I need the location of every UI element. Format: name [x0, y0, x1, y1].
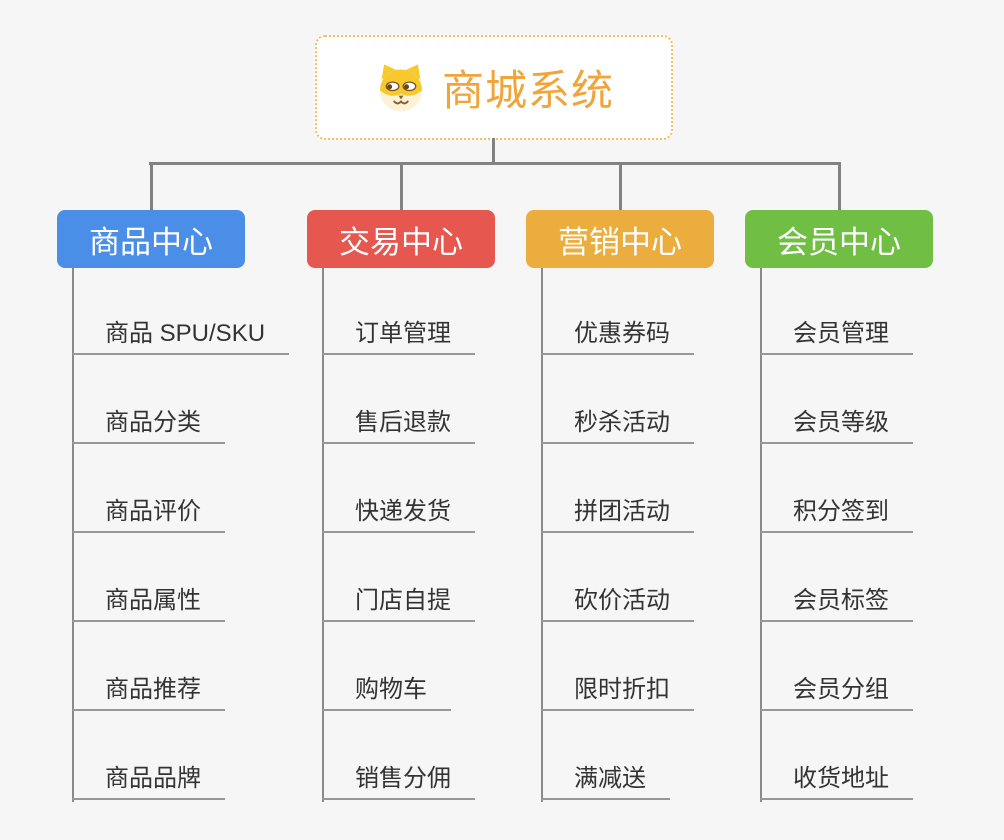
- topic-item-member-center-2[interactable]: 积分签到: [760, 499, 913, 533]
- topic-item-product-center-0[interactable]: 商品 SPU/SKU: [72, 321, 290, 355]
- connector-column-trade-center: [322, 268, 324, 802]
- topic-item-member-center-5[interactable]: 收货地址: [760, 766, 913, 800]
- branch-box-product-center[interactable]: 商品中心: [57, 210, 245, 268]
- topic-item-member-center-4[interactable]: 会员分组: [760, 677, 913, 711]
- branch-label: 会员中心: [777, 224, 901, 260]
- branch-label: 交易中心: [339, 224, 463, 260]
- topic-item-marketing-center-0[interactable]: 优惠券码: [541, 321, 694, 355]
- connector-drop-member-center: [837, 162, 841, 210]
- topic-item-trade-center-4[interactable]: 购物车: [322, 677, 451, 711]
- topic-item-marketing-center-3[interactable]: 砍价活动: [541, 588, 694, 622]
- topic-item-trade-center-2[interactable]: 快递发货: [322, 499, 475, 533]
- topic-item-trade-center-0[interactable]: 订单管理: [322, 321, 475, 355]
- connector-drop-trade-center: [399, 162, 403, 210]
- connector-horizontal: [149, 162, 839, 165]
- topic-item-product-center-3[interactable]: 商品属性: [72, 588, 225, 622]
- connector-drop-product-center: [149, 162, 153, 210]
- topic-item-marketing-center-1[interactable]: 秒杀活动: [541, 410, 694, 444]
- branch-box-marketing-center[interactable]: 营销中心: [526, 210, 714, 268]
- topic-list-marketing-center: 优惠券码秒杀活动拼团活动砍价活动限时折扣满减送: [541, 268, 694, 800]
- topic-item-product-center-5[interactable]: 商品品牌: [72, 766, 225, 800]
- root-node-title: 商城系统: [441, 67, 614, 114]
- topic-item-member-center-0[interactable]: 会员管理: [760, 321, 913, 355]
- topic-item-marketing-center-5[interactable]: 满减送: [541, 766, 670, 800]
- topic-item-member-center-1[interactable]: 会员等级: [760, 410, 913, 444]
- dog-face-icon: [374, 61, 428, 115]
- topic-item-trade-center-5[interactable]: 销售分佣: [322, 766, 475, 800]
- topic-list-trade-center: 订单管理售后退款快递发货门店自提购物车销售分佣: [322, 268, 475, 800]
- topic-item-marketing-center-4[interactable]: 限时折扣: [541, 677, 694, 711]
- connector-column-product-center: [72, 268, 74, 802]
- topic-item-trade-center-1[interactable]: 售后退款: [322, 410, 475, 444]
- branch-label: 商品中心: [89, 224, 213, 260]
- connector-column-marketing-center: [541, 268, 543, 802]
- topic-item-marketing-center-2[interactable]: 拼团活动: [541, 499, 694, 533]
- root-node-mall-system[interactable]: 商城系统: [315, 35, 673, 140]
- topic-list-member-center: 会员管理会员等级积分签到会员标签会员分组收货地址: [760, 268, 913, 800]
- branch-box-trade-center[interactable]: 交易中心: [307, 210, 495, 268]
- connector-drop-marketing-center: [618, 162, 622, 210]
- branch-label: 营销中心: [558, 224, 682, 260]
- topic-item-product-center-2[interactable]: 商品评价: [72, 499, 225, 533]
- topic-item-trade-center-3[interactable]: 门店自提: [322, 588, 475, 622]
- connector-root-stub: [492, 138, 495, 163]
- topic-item-product-center-4[interactable]: 商品推荐: [72, 677, 225, 711]
- topic-list-product-center: 商品 SPU/SKU 商品分类商品评价商品属性商品推荐商品品牌: [72, 268, 290, 800]
- connector-column-member-center: [760, 268, 762, 802]
- topic-item-product-center-1[interactable]: 商品分类: [72, 410, 225, 444]
- topic-item-member-center-3[interactable]: 会员标签: [760, 588, 913, 622]
- branch-box-member-center[interactable]: 会员中心: [745, 210, 933, 268]
